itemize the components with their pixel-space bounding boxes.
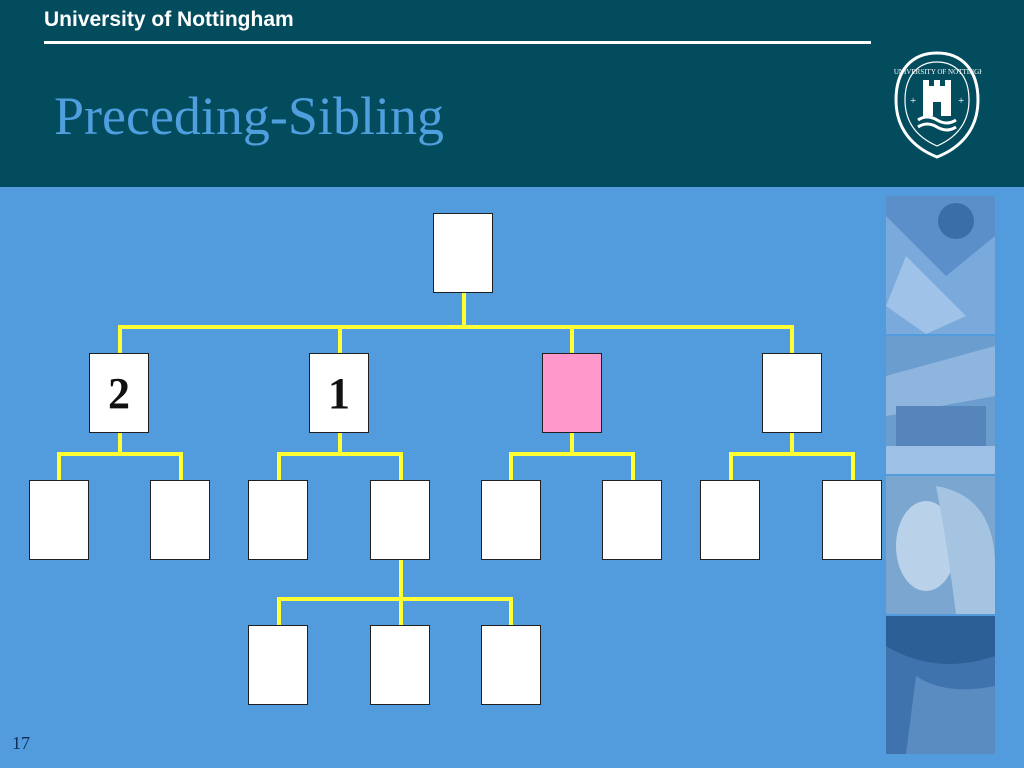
tree-node-leaf xyxy=(29,480,89,560)
tree-node-leaf xyxy=(481,625,541,705)
tree-node-leaf xyxy=(700,480,760,560)
photo-tile-4 xyxy=(886,616,995,754)
slide-title: Preceding-Sibling xyxy=(54,86,444,146)
tree-node-following-sibling xyxy=(762,353,822,433)
tree-node-leaf xyxy=(822,480,882,560)
tree-node-leaf xyxy=(602,480,662,560)
university-seal-icon: + + THE UNIVERSITY OF NOTTINGHAM xyxy=(892,51,982,159)
tree-node-root xyxy=(433,213,493,293)
tree-node-leaf xyxy=(370,480,430,560)
header-divider xyxy=(44,41,871,44)
svg-text:THE UNIVERSITY OF NOTTINGHAM: THE UNIVERSITY OF NOTTINGHAM xyxy=(892,68,982,76)
svg-text:+: + xyxy=(910,95,916,107)
tree-node-preceding-sibling-2: 2 xyxy=(89,353,149,433)
photo-tile-1 xyxy=(886,196,995,334)
svg-text:+: + xyxy=(958,95,964,107)
tree-node-context xyxy=(542,353,602,433)
photo-tile-2 xyxy=(886,336,995,474)
tree-node-preceding-sibling-1: 1 xyxy=(309,353,369,433)
slide-header: University of Nottingham Preceding-Sibli… xyxy=(0,0,1024,187)
tree-node-leaf xyxy=(150,480,210,560)
tree-node-leaf xyxy=(481,480,541,560)
page-number: 17 xyxy=(12,733,30,753)
photo-tile-3 xyxy=(886,476,995,614)
tree-node-leaf xyxy=(370,625,430,705)
tree-node-leaf xyxy=(248,625,308,705)
decorative-photo-strip xyxy=(886,196,995,768)
university-name: University of Nottingham xyxy=(44,8,294,31)
tree-node-leaf xyxy=(248,480,308,560)
